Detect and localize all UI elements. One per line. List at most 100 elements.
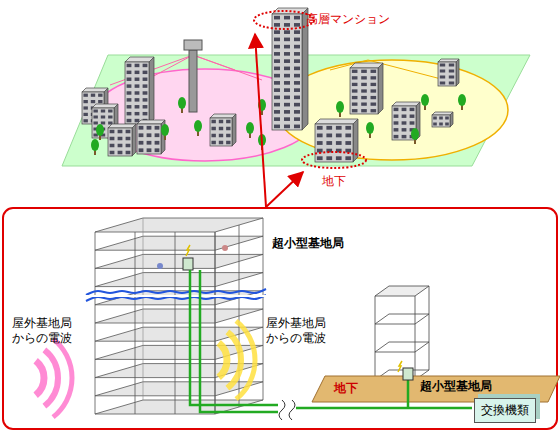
art-rect bbox=[101, 116, 105, 119]
art-rect bbox=[449, 82, 454, 85]
art-rect bbox=[284, 67, 290, 71]
art-rect bbox=[394, 128, 399, 131]
art-rect bbox=[439, 123, 443, 126]
art-rect bbox=[83, 113, 87, 116]
art-rect bbox=[108, 116, 112, 119]
art-g bbox=[108, 124, 136, 156]
art-rect bbox=[361, 83, 367, 86]
art-rect bbox=[294, 88, 300, 92]
art-rect bbox=[284, 88, 290, 92]
art-rect bbox=[345, 134, 351, 138]
art-rect bbox=[445, 117, 449, 120]
art-path bbox=[36, 361, 44, 395]
art-rect bbox=[394, 108, 399, 111]
art-ellipse bbox=[91, 139, 99, 151]
place-label: 地下 bbox=[334, 381, 358, 396]
art-rect bbox=[110, 137, 115, 141]
art-line bbox=[255, 34, 266, 207]
art-rect bbox=[135, 64, 140, 67]
art-rect bbox=[101, 110, 105, 113]
art-rect bbox=[284, 45, 290, 49]
art-rect bbox=[345, 141, 351, 145]
art-polygon bbox=[315, 119, 358, 124]
radio-note: 屋外基地局 からの電波 bbox=[266, 316, 338, 346]
art-polygon bbox=[350, 63, 383, 68]
art-rect bbox=[294, 45, 300, 49]
art-rect bbox=[284, 110, 290, 114]
art-rect bbox=[274, 38, 280, 42]
art-polygon bbox=[95, 236, 263, 250]
art-rect bbox=[211, 134, 215, 138]
art-rect bbox=[126, 137, 131, 141]
art-rect bbox=[294, 30, 300, 34]
art-rect bbox=[274, 16, 280, 20]
art-rect bbox=[402, 115, 407, 118]
art-rect bbox=[371, 96, 377, 99]
art-rect bbox=[326, 134, 332, 138]
art-rect bbox=[336, 134, 342, 138]
art-rect bbox=[127, 91, 132, 94]
art-rect bbox=[118, 144, 123, 148]
art-polygon bbox=[108, 124, 136, 128]
art-rect bbox=[284, 117, 290, 121]
art-rect bbox=[127, 84, 132, 87]
art-ellipse bbox=[246, 122, 254, 134]
art-rect bbox=[110, 151, 115, 155]
art-rect bbox=[326, 156, 332, 160]
art-rect bbox=[433, 123, 437, 126]
art-g bbox=[438, 59, 459, 86]
art-rect bbox=[135, 78, 140, 81]
art-rect bbox=[83, 100, 87, 103]
art-rect bbox=[326, 141, 332, 145]
art-rect bbox=[402, 128, 407, 131]
art-rect bbox=[143, 64, 148, 67]
art-g bbox=[392, 102, 420, 140]
art-rect bbox=[118, 151, 123, 155]
art-polygon bbox=[95, 218, 263, 232]
art-line bbox=[375, 296, 376, 380]
art-rect bbox=[83, 94, 87, 97]
art-polygon bbox=[137, 120, 165, 124]
art-rect bbox=[127, 78, 132, 81]
art-polygon bbox=[353, 119, 358, 162]
art-polygon bbox=[432, 112, 453, 115]
art-rect bbox=[147, 141, 152, 145]
art-polygon bbox=[456, 59, 459, 86]
art-rect bbox=[147, 148, 152, 152]
art-rect bbox=[352, 76, 358, 79]
art-rect bbox=[183, 258, 193, 270]
art-rect bbox=[294, 52, 300, 56]
art-ellipse bbox=[366, 122, 374, 134]
art-rect bbox=[336, 126, 342, 130]
art-path bbox=[227, 332, 241, 388]
art-rect bbox=[439, 117, 443, 120]
art-ellipse bbox=[276, 60, 508, 160]
art-rect bbox=[371, 70, 377, 73]
art-line bbox=[135, 232, 136, 414]
art-rect bbox=[274, 30, 280, 34]
art-rect bbox=[315, 124, 353, 162]
art-rect bbox=[189, 50, 197, 112]
art-rect bbox=[139, 126, 144, 130]
art-polygon bbox=[95, 382, 263, 396]
art-line bbox=[263, 218, 264, 400]
art-ellipse bbox=[254, 11, 314, 29]
art-rect bbox=[211, 127, 215, 131]
art-rect bbox=[184, 40, 202, 50]
art-line bbox=[193, 55, 262, 80]
art-rect bbox=[274, 88, 280, 92]
art-polygon bbox=[125, 57, 154, 62]
art-rect bbox=[155, 148, 160, 152]
art-rect bbox=[126, 130, 131, 134]
art-rect bbox=[98, 94, 102, 97]
art-ellipse bbox=[302, 152, 366, 168]
art-polygon bbox=[95, 273, 263, 287]
art-line bbox=[175, 232, 176, 414]
art-rect bbox=[361, 76, 367, 79]
art-rect bbox=[147, 133, 152, 137]
art-rect bbox=[438, 62, 456, 86]
art-ellipse bbox=[458, 94, 466, 106]
art-rect bbox=[371, 103, 377, 106]
art-circle bbox=[222, 245, 228, 251]
art-rect bbox=[445, 123, 449, 126]
